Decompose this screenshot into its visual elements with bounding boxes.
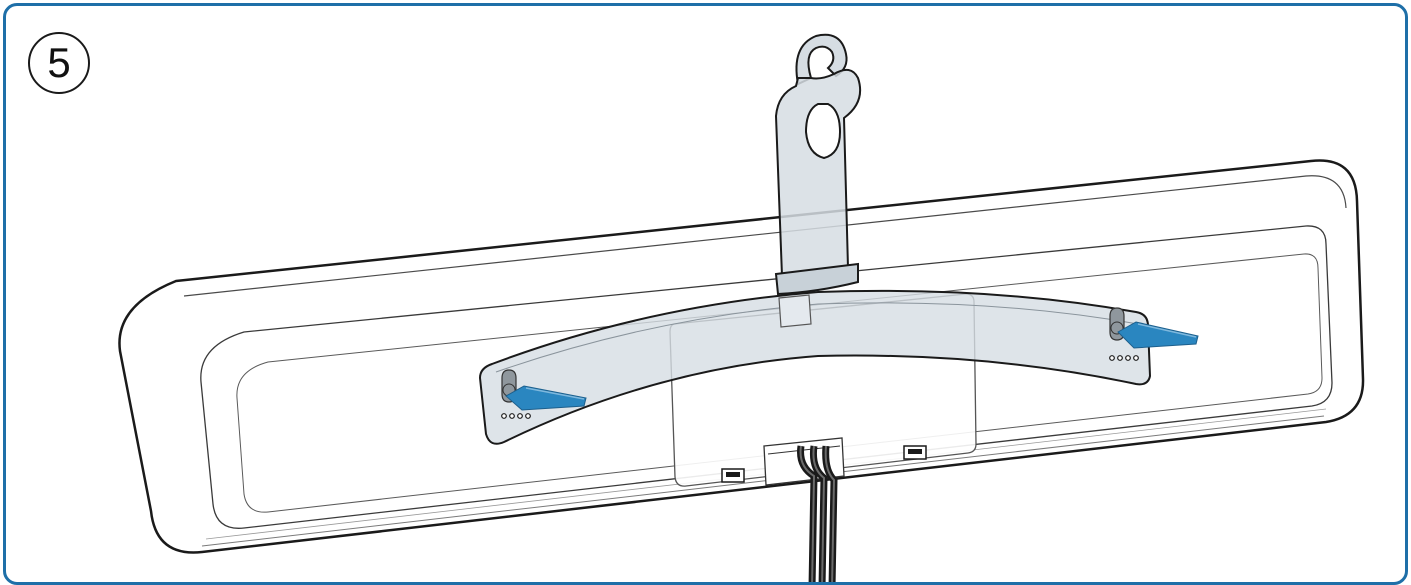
soundbar-rim <box>183 175 1347 297</box>
cables <box>797 445 838 582</box>
right-hole-dots <box>1109 355 1139 361</box>
bracket-arm <box>774 68 862 278</box>
bracket-keyhole <box>804 103 842 160</box>
bracket-center-tab <box>778 294 812 328</box>
mounting-illustration <box>118 33 1365 582</box>
arrow-right <box>1117 321 1199 349</box>
soundbar-bottom-edge <box>201 415 1325 547</box>
arrow-left <box>505 385 587 411</box>
step-number-badge: 5 <box>28 32 90 94</box>
left-hole-dots <box>501 413 531 419</box>
soundbar-inner-panel-edge <box>236 253 1323 513</box>
instruction-panel: 5 <box>3 3 1408 585</box>
bracket-hook <box>795 33 848 86</box>
step-number: 5 <box>47 39 71 86</box>
bracket-collar <box>774 262 859 296</box>
wall-bracket <box>478 33 1152 445</box>
